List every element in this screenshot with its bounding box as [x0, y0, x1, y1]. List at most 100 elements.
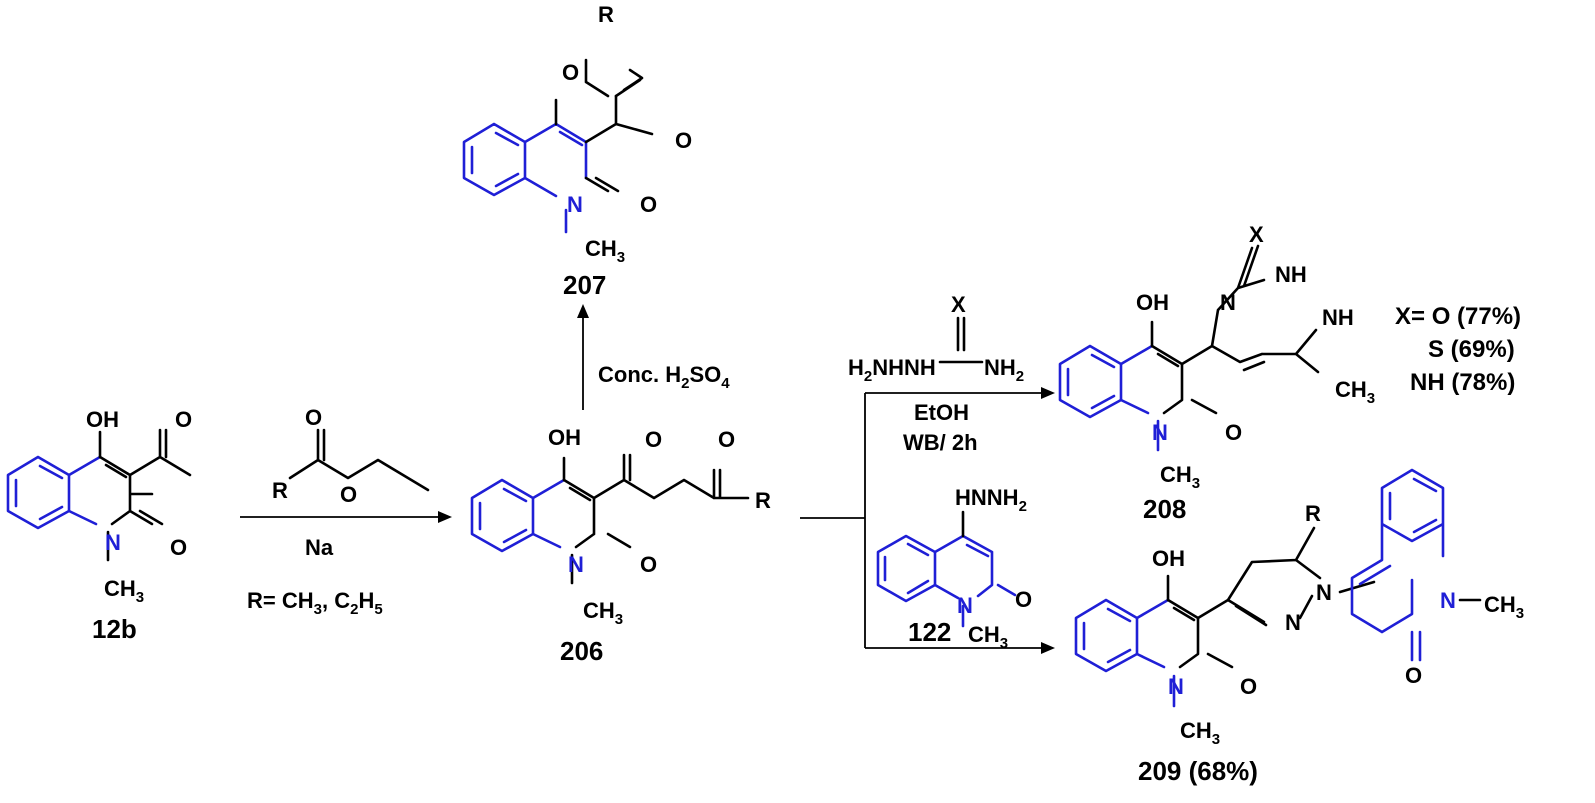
209-methyl-label: CH3	[1180, 718, 1220, 748]
12b-methyl-label: CH3	[104, 576, 144, 606]
209-pyridone-black	[1166, 598, 1234, 669]
122-pyridone-blue	[933, 534, 1017, 628]
compound-208: X NH N NH OH CH3 O N CH3 208	[1058, 222, 1375, 524]
ester-o-carbonyl: O	[305, 405, 322, 430]
209-o-label: O	[1240, 674, 1257, 699]
yield-sulfur: S (69%)	[1428, 336, 1515, 363]
208-n-ring: N	[1220, 290, 1236, 315]
208-compound-number: 208	[1143, 494, 1186, 524]
206-pyridone-blue	[531, 478, 566, 549]
208-pyridone-black	[1150, 344, 1218, 415]
206-side-chain	[562, 453, 750, 585]
12b-pyridone-black	[98, 455, 154, 526]
urea-left-label: H2NHNH	[848, 355, 936, 385]
yield-oxygen: X= O (77%)	[1395, 303, 1521, 330]
ester-o-alkoxy: O	[340, 482, 357, 507]
207-compound-number: 207	[563, 270, 606, 300]
122-benzene-ring	[876, 534, 937, 603]
207-n-label: N	[567, 192, 583, 217]
209-quinolone-o-label: O	[1405, 663, 1422, 688]
122-hydrazine-label: HNNH2	[955, 485, 1027, 515]
206-ring-o-label: O	[640, 552, 657, 577]
209-n1-label: N	[1316, 580, 1332, 605]
206-benzene-ring	[470, 478, 535, 553]
208-benzene-ring	[1058, 344, 1123, 419]
206-n-label: N	[568, 552, 584, 577]
208-o-label: O	[1225, 420, 1242, 445]
206-oh-label: OH	[548, 425, 581, 450]
209-n-label: N	[1168, 674, 1184, 699]
208-c-methyl-label: CH3	[1335, 377, 1375, 407]
12b-n-label: N	[105, 530, 121, 555]
206-keto-o2: O	[718, 427, 735, 452]
208-pyridone-blue	[1119, 344, 1154, 415]
urea-right-label: NH2	[984, 355, 1024, 385]
sodium-label: Na	[305, 535, 334, 560]
urea-reagent: X H2NHNH NH2 EtOH WB/ 2h	[848, 292, 1024, 455]
209-quinolone-methyl-label: CH3	[1484, 592, 1524, 622]
208-nh-lower: NH	[1322, 305, 1354, 330]
206-pyridone-black	[562, 478, 596, 549]
208-n-label: N	[1152, 420, 1168, 445]
122-methyl-label: CH3	[968, 622, 1008, 652]
208-x-label: X	[1249, 222, 1264, 247]
solvent-label: EtOH	[914, 400, 969, 425]
206-keto-o1: O	[645, 427, 662, 452]
urea-bonds	[938, 316, 984, 364]
compound-207: R O O O N CH3 207	[462, 2, 692, 300]
209-compound-number: 209 (68%)	[1138, 756, 1258, 786]
209-quinolone-n-label: N	[1440, 588, 1456, 613]
207-pyridone-o-label: O	[640, 192, 657, 217]
207-benzene-ring	[462, 122, 527, 197]
12b-substituents	[98, 428, 192, 562]
206-compound-number: 206	[560, 636, 603, 666]
206-r-label: R	[755, 488, 771, 513]
209-n2-label: N	[1285, 610, 1301, 635]
arrow-to-209-head	[1041, 642, 1055, 654]
206-methyl-label: CH3	[583, 598, 623, 628]
122-n-label: N	[957, 593, 973, 618]
208-methyl-label: CH3	[1160, 462, 1200, 492]
12b-pyridone-blue	[67, 455, 102, 526]
209-pyridone-blue	[1135, 598, 1170, 669]
208-nh-upper: NH	[1275, 262, 1307, 287]
207-pyridone-blue	[523, 122, 588, 198]
compound-206: OH O O R O N CH3 206	[470, 425, 771, 666]
branch-split-line	[800, 393, 866, 648]
12b-acetyl-o-label: O	[175, 407, 192, 432]
207-carbonyls	[584, 78, 642, 193]
compound-122: HNNH2 N O CH3 122	[876, 485, 1032, 652]
compound-209: R OH N N N CH3 O O N CH3 209 (68%)	[1074, 468, 1524, 786]
208-diazepine	[1150, 244, 1320, 374]
branch-arrows	[800, 387, 1055, 654]
urea-x-label: X	[951, 292, 966, 317]
209-r-label: R	[1305, 501, 1321, 526]
arrow-ester-condensation: O O R Na R= CH3, C2H5	[240, 405, 452, 618]
208-yields: X= O (77%) S (69%) NH (78%)	[1395, 303, 1521, 396]
ethyl-ester-structure	[288, 428, 430, 492]
122-o-label: O	[1015, 587, 1032, 612]
122-compound-number: 122	[908, 617, 951, 647]
207-r-label: R	[598, 2, 614, 27]
207-pyranone-o-label: O	[675, 128, 692, 153]
time-label: WB/ 2h	[903, 430, 978, 455]
12b-compound-number: 12b	[92, 614, 137, 644]
209-benzene-ring	[1074, 598, 1139, 673]
arrow-head	[577, 304, 589, 318]
12b-ring-o-label: O	[170, 535, 187, 560]
compound-12b: OH O O N CH3 12b	[6, 407, 192, 644]
arrow-acid-cyclization: Conc. H2SO4	[577, 304, 730, 410]
r-definition: R= CH3, C2H5	[247, 588, 383, 618]
12b-benzene-ring	[6, 455, 71, 530]
arrow-to-208-head	[1041, 387, 1055, 399]
207-ring-o-label: O	[562, 60, 579, 85]
207-pyranone-black	[554, 58, 654, 144]
209-pyrazoline	[1166, 526, 1376, 627]
arrow-head	[438, 511, 452, 523]
209-oh-label: OH	[1152, 546, 1185, 571]
208-oh-label: OH	[1136, 290, 1169, 315]
ester-r-label: R	[272, 478, 288, 503]
12b-oh-label: OH	[86, 407, 119, 432]
207-methyl-label: CH3	[585, 236, 625, 266]
